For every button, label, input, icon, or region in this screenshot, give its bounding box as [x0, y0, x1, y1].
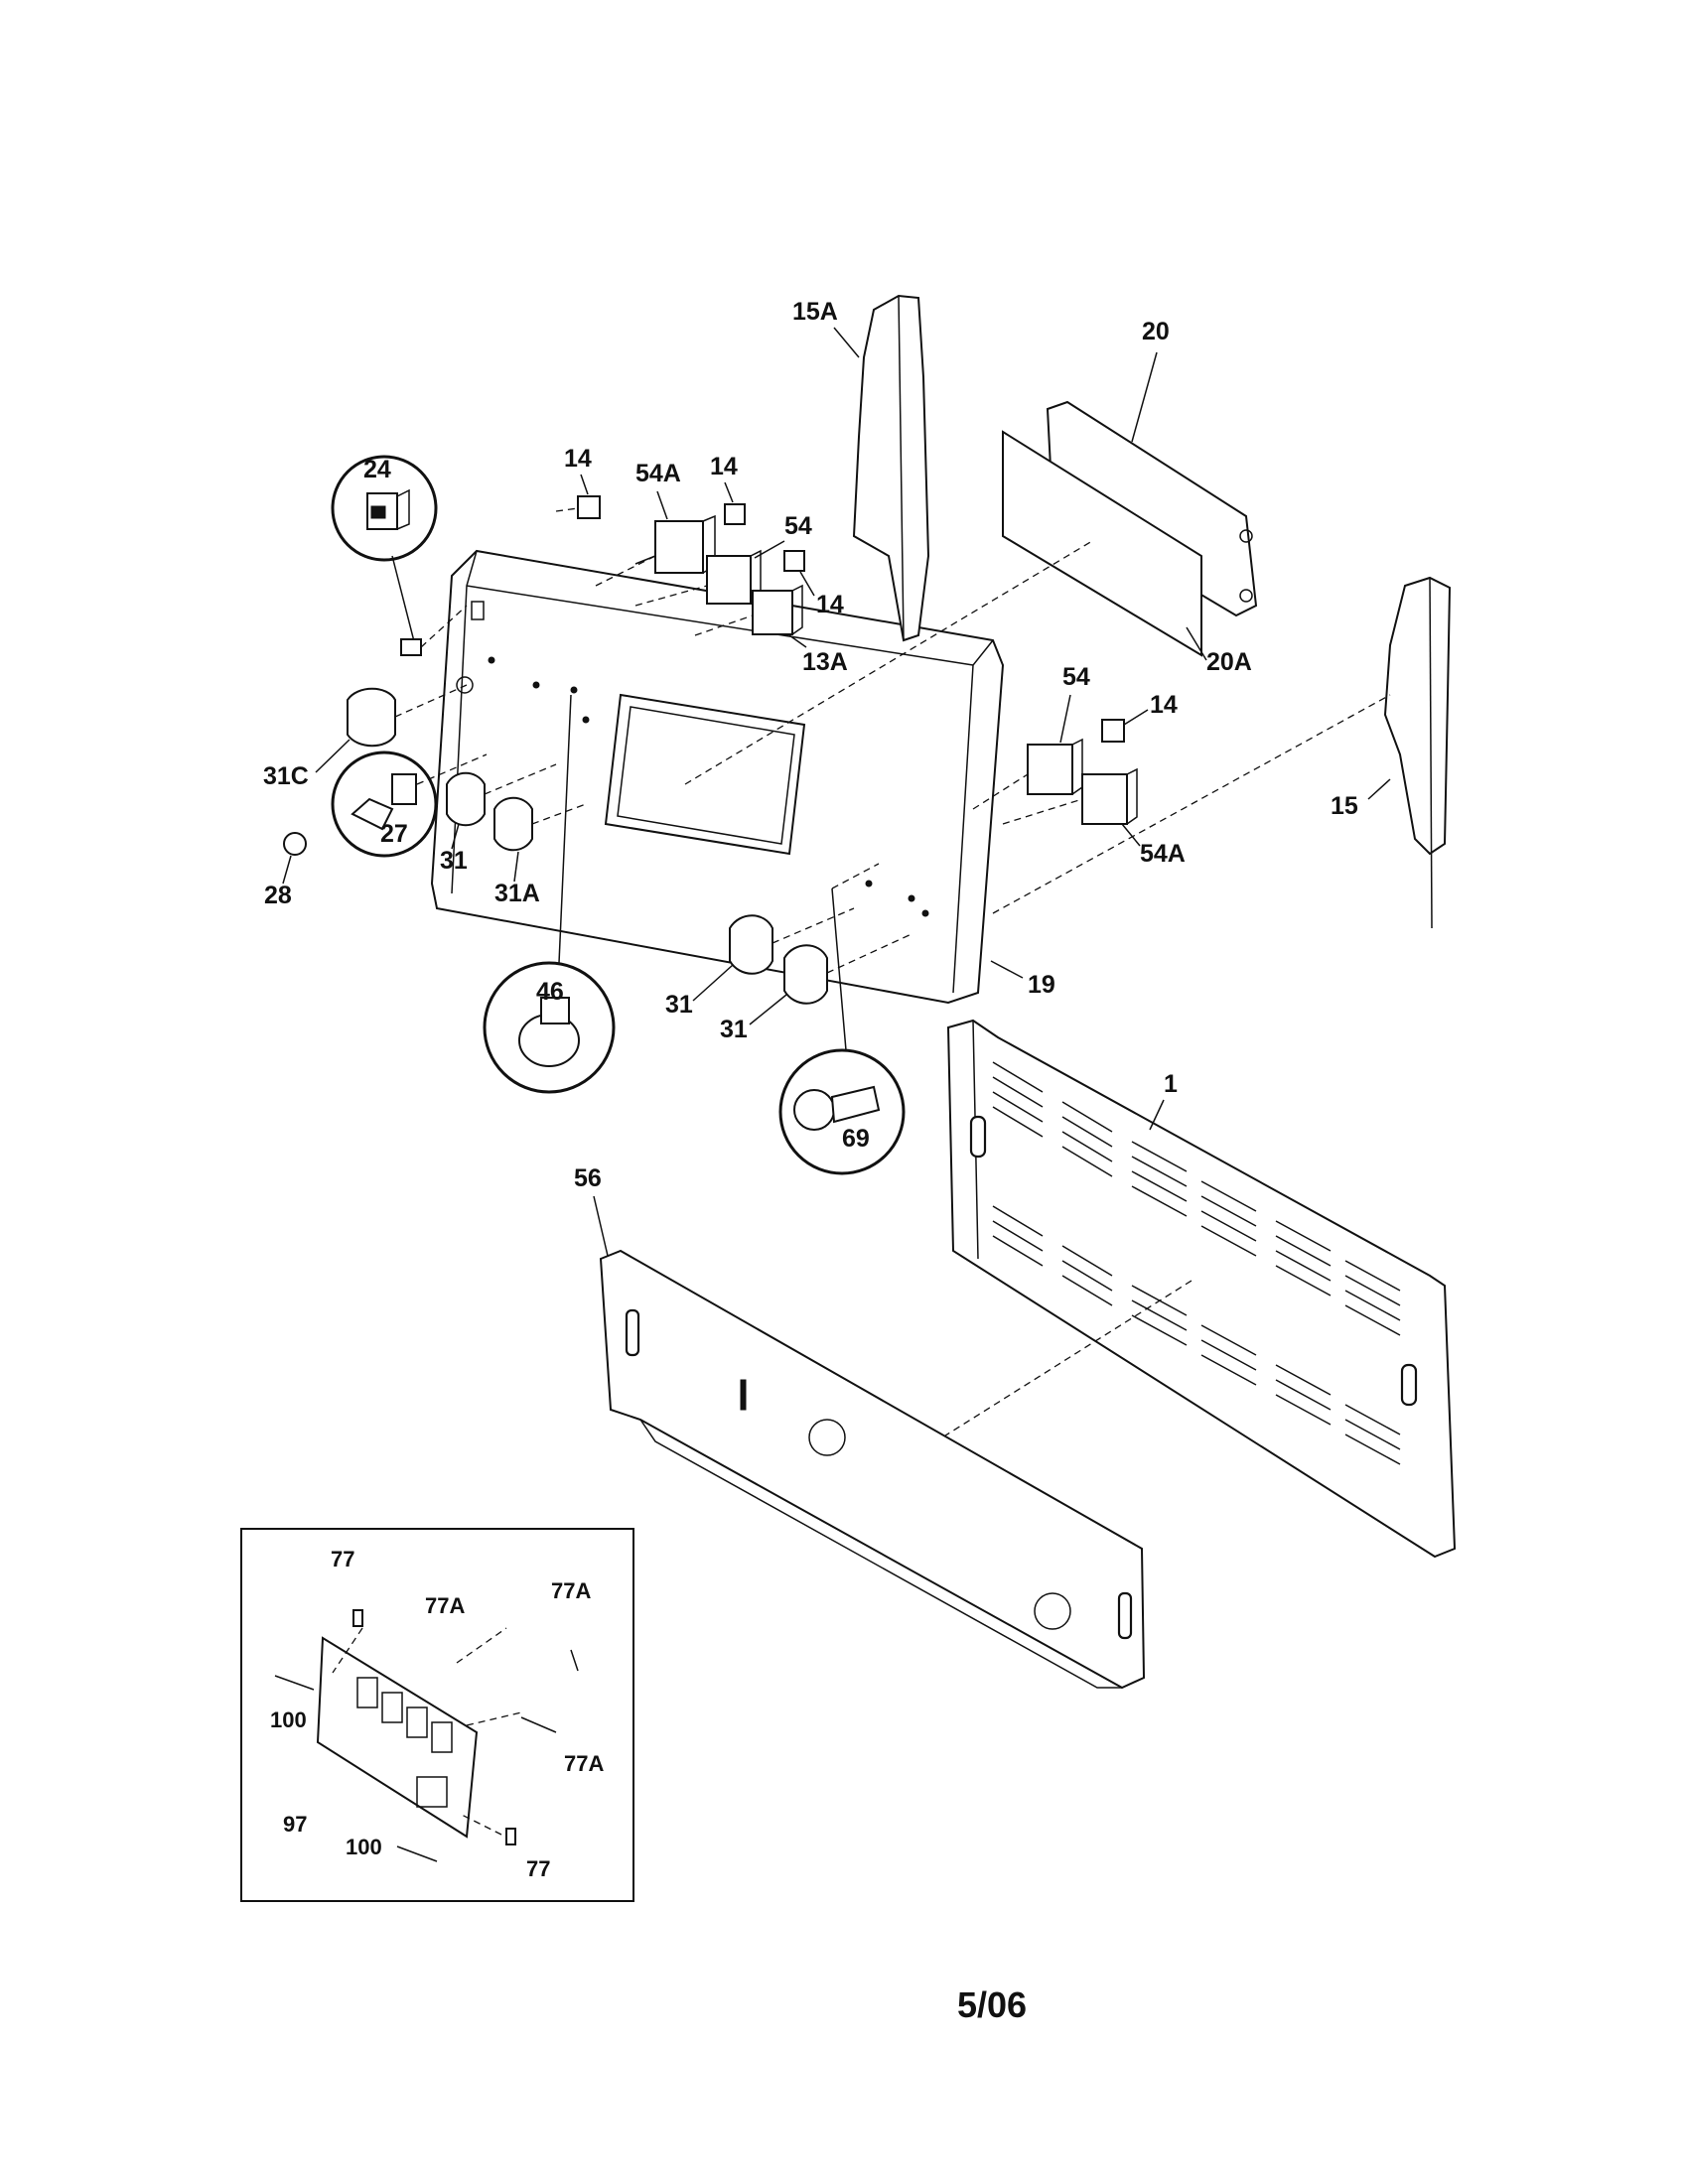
vent-slots — [992, 1061, 1401, 1465]
bracket-15A: 15A — [792, 294, 930, 642]
label-15A: 15A — [792, 298, 838, 326]
left-knobs: 31C 27 28 31 31A — [263, 684, 587, 909]
label-46: 46 — [536, 978, 564, 1006]
label-54A-top: 54A — [635, 460, 681, 487]
label-20A: 20A — [1206, 648, 1252, 676]
label-31-a: 31 — [440, 847, 468, 875]
label-14-c: 14 — [816, 591, 844, 618]
label-54-top: 54 — [784, 512, 812, 540]
inset-label-100-b: 100 — [346, 1835, 382, 1859]
control-panel-part — [430, 549, 1005, 1005]
label-28: 28 — [264, 882, 292, 909]
bracket-15: 15 — [992, 576, 1452, 929]
inset-label-77-a: 77 — [331, 1547, 354, 1571]
label-54-right: 54 — [1062, 663, 1090, 691]
inset-label-77-b: 77 — [526, 1856, 550, 1881]
right-switches: 54 14 54A — [972, 663, 1186, 868]
rear-switches: 14 54A 14 54 14 13A — [555, 445, 848, 676]
rear-trim-56: 56 — [574, 1164, 1146, 1690]
label-31-b: 31 — [665, 991, 693, 1019]
inset-label-77A-b: 77A — [551, 1578, 591, 1603]
label-13A: 13A — [802, 648, 848, 676]
label-14-b: 14 — [710, 453, 738, 480]
label-14-d: 14 — [1150, 691, 1178, 719]
label-19: 19 — [1028, 971, 1055, 999]
clip-46-callout: 46 — [483, 694, 616, 1094]
inset-label-77A-c: 77A — [564, 1751, 604, 1776]
label-14-a: 14 — [564, 445, 592, 473]
label-31C: 31C — [263, 762, 309, 790]
inset-box: 77 77A 77A 100 77A 97 100 77 — [240, 1528, 634, 1902]
label-31-d: 31 — [720, 1016, 748, 1043]
right-knobs: 31 31 — [665, 907, 914, 1043]
label-20: 20 — [1142, 318, 1170, 345]
inset-label-77A-a: 77A — [425, 1593, 465, 1618]
label-31A: 31A — [494, 880, 540, 907]
label-24: 24 — [363, 456, 391, 483]
switch-24-callout: 24 — [331, 455, 468, 656]
inset-label-97: 97 — [283, 1812, 307, 1837]
label-1: 1 — [1164, 1070, 1178, 1098]
label-15: 15 — [1331, 792, 1358, 820]
inset-label-100-a: 100 — [270, 1707, 307, 1732]
screw-69-callout: 69 — [778, 863, 906, 1175]
label-27: 27 — [380, 820, 408, 848]
control-board-20: 20 20A — [684, 318, 1258, 785]
label-69: 69 — [842, 1125, 870, 1153]
label-54A-right: 54A — [1140, 840, 1186, 868]
rear-panel-1: 1 — [922, 1019, 1457, 1559]
footer-date: 5/06 — [957, 1984, 1027, 2025]
label-56: 56 — [574, 1164, 602, 1192]
